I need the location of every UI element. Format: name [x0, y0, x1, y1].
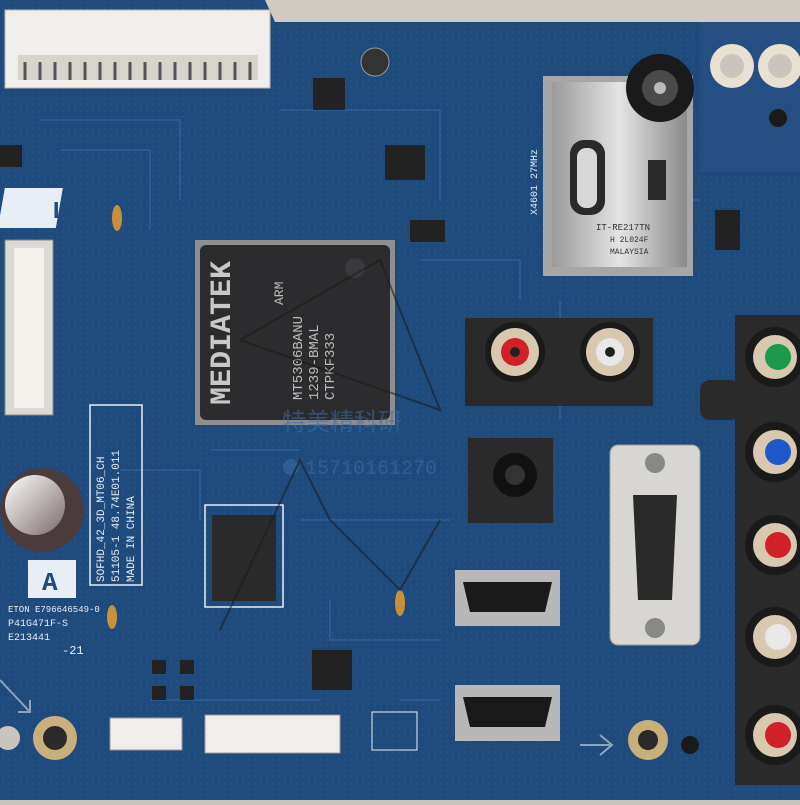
- code-3: E213441: [8, 633, 50, 644]
- chip-line-2: 1239-BMAL: [307, 324, 323, 400]
- code-4: -21: [62, 644, 84, 658]
- model-line-3: MADE IN CHINA: [126, 496, 138, 582]
- rca-audio-pair: [465, 318, 653, 406]
- top-connector: [4, 9, 271, 89]
- bottom-box: [371, 711, 418, 751]
- electrolytic-capacitor: [0, 468, 84, 552]
- silk-logo: LF: [0, 188, 81, 228]
- rca-component-column: [700, 315, 800, 785]
- model-line-1: SOFHD_42_3D_MT06_CH: [96, 457, 108, 582]
- chip-line-1: MT5306BANU: [291, 316, 307, 400]
- chip-sub: ARM: [272, 282, 287, 305]
- code-1: ETON E796646549-0: [8, 605, 100, 615]
- panel-letter: A: [42, 568, 58, 598]
- bottom-connector-1: [109, 717, 183, 751]
- tv-tuner: IT-RE217TN H 2L024F MALAYSIA X4601 27MHz: [530, 54, 694, 276]
- tuner-line-1: IT-RE217TN: [596, 223, 650, 233]
- code-2: P41G471F-S: [8, 619, 68, 630]
- model-line-2: 51105-1 48.74E01.011: [111, 450, 123, 582]
- tuner-line-3: MALAYSIA: [610, 248, 649, 257]
- tuner-line-2: H 2L024F: [610, 236, 649, 245]
- bottom-connector-2: [204, 714, 341, 754]
- ic-small-1: [313, 78, 345, 110]
- ic-small-3: [410, 220, 445, 242]
- watermark-num: 15710161270: [305, 458, 437, 481]
- ic-small-4: [0, 145, 22, 167]
- tuner-label: X4601 27MHz: [530, 149, 541, 215]
- headphone-jack: [468, 438, 553, 523]
- hdmi-port-2: [455, 685, 560, 741]
- watermark: 特美精科研 15710161270: [0, 258, 614, 756]
- svg-text:LF: LF: [52, 199, 81, 226]
- pcb-corner: [700, 22, 800, 172]
- vga-connector: [609, 444, 701, 646]
- regulator-2: [312, 650, 352, 690]
- hdmi-port-1: [455, 570, 560, 626]
- model-silkscreen: SOFHD_42_3D_MT06_CH 51105-1 48.74E01.011…: [89, 404, 143, 586]
- memory-chip: [204, 504, 284, 608]
- ic-small-2: [385, 145, 425, 180]
- panel-letter-box: [28, 560, 76, 598]
- chip-line-3: CTPKF333: [323, 333, 339, 400]
- transistors: [152, 660, 194, 700]
- lvds-connector: [4, 239, 54, 416]
- crystal-can: [360, 47, 390, 77]
- watermark-cn: 特美精科研: [282, 409, 402, 438]
- regulator: [715, 210, 740, 250]
- chip-brand: MEDIATEK: [206, 261, 240, 405]
